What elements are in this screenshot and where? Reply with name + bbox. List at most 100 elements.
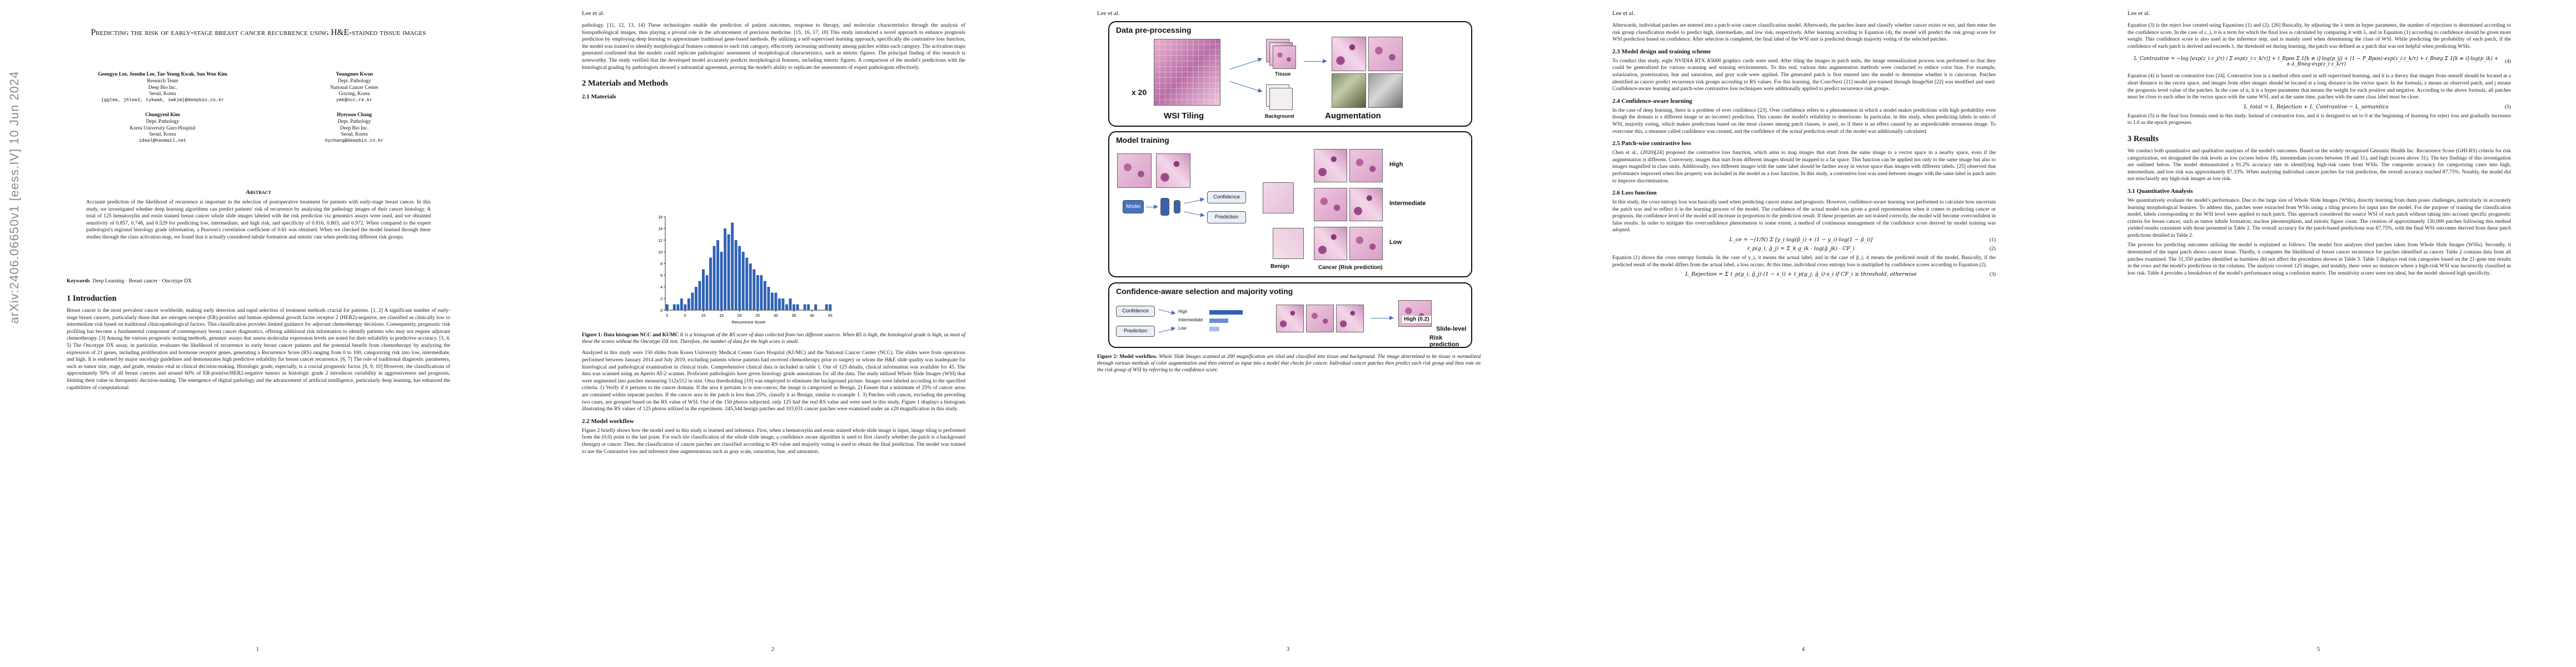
page-4-body: Afterwards, individual patches are enter… bbox=[1612, 22, 1996, 280]
y-tick-label: 14 bbox=[658, 227, 662, 231]
body-paragraph: Afterwards, individual patches are enter… bbox=[1612, 22, 1996, 43]
histogram-bar bbox=[814, 304, 818, 310]
page-number: 3 bbox=[1286, 646, 1290, 653]
histogram-bar bbox=[793, 304, 795, 310]
input-patch bbox=[1117, 153, 1152, 188]
histogram-bar bbox=[785, 304, 788, 310]
histogram-bar bbox=[829, 304, 832, 310]
low-risk-patch bbox=[1314, 227, 1347, 260]
equation-body: L_Rejection = Σ ℓ_p(g_i, ĝ_j)·(1 − s_i) … bbox=[1685, 271, 1917, 278]
subsection-heading: 2.4 Confidence-aware learning bbox=[1612, 97, 1692, 104]
arrow-icon bbox=[1304, 59, 1327, 63]
figure-title: Data histogram NCC and KUMC bbox=[604, 332, 679, 338]
histogram-bar bbox=[774, 292, 778, 310]
x-tick-label: 35 bbox=[792, 314, 796, 318]
figure-label: Figure 2: bbox=[1097, 354, 1118, 360]
histogram-bar bbox=[702, 269, 705, 310]
author-affiliation: Deep Bio Inc. bbox=[340, 125, 369, 131]
page-2-bottom: Figure 1: Data histogram NCC and KUMC It… bbox=[582, 332, 965, 455]
panel-model-training: Model training Model Confidence Predicti… bbox=[1108, 131, 1472, 277]
histogram-bar bbox=[687, 298, 690, 310]
figure-2-caption-block: Figure 2: Model workflow. Whole Slide Im… bbox=[1097, 354, 1481, 374]
vote-bar-intermediate bbox=[1209, 318, 1228, 323]
selected-patch bbox=[1306, 305, 1334, 332]
panel-title: Confidence-aware selection and majority … bbox=[1116, 287, 1293, 296]
author-entry: Geongyu Lee, Joonho Lee, Tae-Yeong Kwak,… bbox=[74, 71, 252, 104]
body-paragraph: pathology. [11, 12, 13, 14] These techno… bbox=[582, 22, 965, 71]
x-axis-label: Recurrence Score bbox=[732, 320, 765, 325]
input-patch bbox=[1156, 153, 1190, 188]
y-tick-label: 8 bbox=[660, 262, 662, 266]
subsection-heading: 3.1 Quantitative Analysis bbox=[2127, 187, 2193, 195]
x-tick-label: 45 bbox=[828, 314, 833, 318]
histogram-bar bbox=[756, 275, 759, 310]
author-affiliation: Goyang, Korea bbox=[338, 91, 370, 97]
equation-4: L_Contrastive = −log [exp(z_i·z_j/τ) / Σ… bbox=[2127, 56, 2511, 67]
author-affiliation: Seoul, Korea bbox=[341, 131, 368, 137]
author-affiliation: Dept. Pathology bbox=[337, 118, 371, 124]
abstract-text: Accurate prediction of the likelihood of… bbox=[86, 199, 431, 240]
author-block: Geongyu Lee, Joonho Lee, Tae-Yeong Kwak,… bbox=[67, 71, 450, 152]
model-block: Model bbox=[1123, 200, 1144, 213]
equation-number: (4) bbox=[2504, 58, 2511, 65]
x-tick-label: 40 bbox=[810, 314, 814, 318]
subsection-heading: 2.3 Model design and training scheme bbox=[1612, 48, 1711, 55]
body-paragraph: Equation (4) is based on contrastive los… bbox=[2127, 73, 2511, 101]
benign-label: Benign bbox=[1270, 263, 1289, 270]
subsection-heading: 2.1 Materials bbox=[582, 93, 616, 101]
keywords-line: Keywords Deep Learning · Breast cancer ·… bbox=[67, 278, 450, 284]
histogram-bar bbox=[763, 281, 766, 310]
body-paragraph: Equation (5) is the final loss formula u… bbox=[2127, 112, 2511, 126]
paper-title: Predicting the risk of early-stage breas… bbox=[91, 28, 426, 37]
histogram-bar bbox=[698, 281, 701, 310]
prediction-input: Prediction bbox=[1116, 326, 1155, 337]
histogram-bar bbox=[731, 222, 734, 310]
x-tick-label: 5 bbox=[684, 314, 686, 318]
body-paragraph: Figure 2 briefly shows how the model use… bbox=[582, 427, 965, 455]
author-affiliation: Research Team bbox=[147, 77, 178, 83]
histogram-bar bbox=[665, 304, 669, 310]
equation-2: ℓ_p(g_i, ĝ_j) = Σ_k g_ik · log(ĝ_jk) · C… bbox=[1612, 246, 1996, 252]
histogram-bar bbox=[796, 304, 799, 310]
equation-3: L_Rejection = Σ ℓ_p(g_i, ĝ_j)·(1 − s_i) … bbox=[1612, 271, 1996, 277]
author-name: Youngmee Kwon bbox=[336, 71, 373, 77]
arxiv-stamp: arXiv:2406.06650v1 [eess.IV] 10 Jun 2024 bbox=[3, 53, 26, 342]
subsection-heading: 2.6 Loss function bbox=[1612, 190, 1657, 197]
low-risk-patch bbox=[1349, 227, 1383, 260]
keywords-list: Deep Learning · Breast cancer · Oncotype… bbox=[92, 278, 192, 284]
selected-patch bbox=[1276, 305, 1304, 332]
y-tick-label: 10 bbox=[658, 251, 662, 255]
equation-body: ℓ_p(g_i, ĝ_j) = Σ_k g_ik · log(ĝ_jk) · C… bbox=[1747, 246, 1855, 252]
histogram-bar bbox=[803, 304, 806, 310]
page-number: 1 bbox=[256, 646, 260, 653]
histogram-bar bbox=[680, 298, 683, 310]
y-tick-label: 4 bbox=[660, 286, 662, 290]
x-tick-label: 30 bbox=[774, 314, 778, 318]
arrow-icon bbox=[1158, 328, 1175, 333]
histogram-bar bbox=[672, 304, 676, 310]
running-head: Lee et al. bbox=[1612, 10, 1635, 17]
x-tick-label: 10 bbox=[701, 314, 706, 318]
vote-bar-high bbox=[1209, 310, 1243, 315]
page-number: 2 bbox=[771, 646, 775, 653]
y-tick-label: 2 bbox=[660, 297, 662, 301]
body-paragraph: In the case of deep learning, there is a… bbox=[1612, 107, 1996, 135]
high-risk-patch bbox=[1349, 149, 1383, 182]
intermediate-risk-label: Intermediate bbox=[1389, 200, 1426, 207]
panel-data-preprocessing: Data pre-processing x 20 WSI Tiling Tiss… bbox=[1108, 21, 1472, 127]
abstract-heading: Abstract bbox=[246, 189, 271, 196]
body-paragraph: In this study, the cross entropy loss wa… bbox=[1612, 199, 1996, 233]
author-affiliation: Seoul, Korea bbox=[149, 91, 176, 97]
histogram-bar bbox=[778, 298, 781, 310]
page-4: Lee et al. Afterwards, individual patche… bbox=[1546, 0, 2061, 667]
background-label: Background bbox=[1265, 113, 1294, 119]
author-email: ymk@ncc.re.kr bbox=[336, 97, 373, 103]
page-1: arXiv:2406.06650v1 [eess.IV] 10 Jun 2024… bbox=[0, 0, 515, 667]
histogram-bar bbox=[724, 228, 727, 310]
histogram-bar bbox=[825, 304, 828, 310]
section-heading: 2 Materials and Methods bbox=[582, 79, 669, 88]
author-name: Chungyeul Kim bbox=[145, 111, 180, 117]
body-paragraph: Chen et al., (2020)[24] proposed the con… bbox=[1612, 150, 1996, 184]
histogram-bar bbox=[753, 269, 756, 310]
vote-bar-low bbox=[1209, 327, 1219, 331]
